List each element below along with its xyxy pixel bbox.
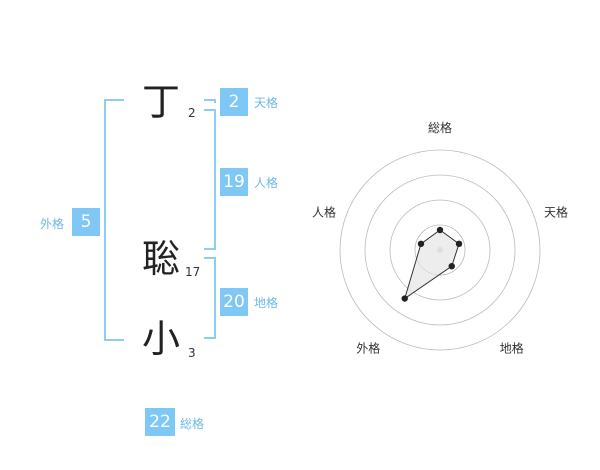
jinkaku-value: 19	[220, 168, 248, 196]
tenkaku-bracket	[204, 99, 216, 103]
radar-axis-label: 天格	[544, 204, 568, 219]
radar-point	[417, 240, 425, 248]
name-char-3: 小	[142, 317, 181, 361]
gaikaku-label: 外格	[40, 217, 65, 231]
radar-ring	[414, 224, 466, 276]
gaikaku-bracket	[104, 99, 124, 341]
chikaku-value: 20	[220, 288, 248, 316]
radar-polygon	[403, 229, 460, 300]
radar-point	[448, 262, 455, 270]
radar-point	[455, 240, 463, 248]
radar-point	[436, 226, 444, 234]
radar-ring	[339, 149, 541, 351]
name-char-2: 聡	[142, 237, 181, 281]
tenkaku-value: 2	[220, 88, 248, 116]
jinkaku-bracket	[204, 109, 216, 250]
stroke-count-2: 17	[185, 265, 201, 279]
radar-axis-label: 地格	[500, 341, 524, 356]
chikaku-bracket	[204, 257, 216, 339]
radar-point	[401, 295, 408, 302]
soukaku-label: 総格	[180, 417, 205, 431]
jinkaku-label: 人格	[254, 176, 279, 190]
name-char-1: 丁	[142, 80, 181, 124]
radar-axis-label: 外格	[356, 341, 380, 356]
tenkaku-label: 天格	[254, 96, 279, 110]
chikaku-label: 地格	[254, 296, 279, 310]
gaikaku-value: 5	[72, 208, 100, 236]
radar-axis-label: 人格	[312, 204, 336, 219]
radar-axis-label: 総格	[428, 120, 452, 135]
stroke-count-3: 3	[188, 346, 196, 360]
radar-ring	[364, 174, 516, 326]
soukaku-value: 22	[145, 408, 175, 436]
radar-ring	[389, 199, 491, 301]
stroke-count-1: 2	[188, 106, 196, 120]
